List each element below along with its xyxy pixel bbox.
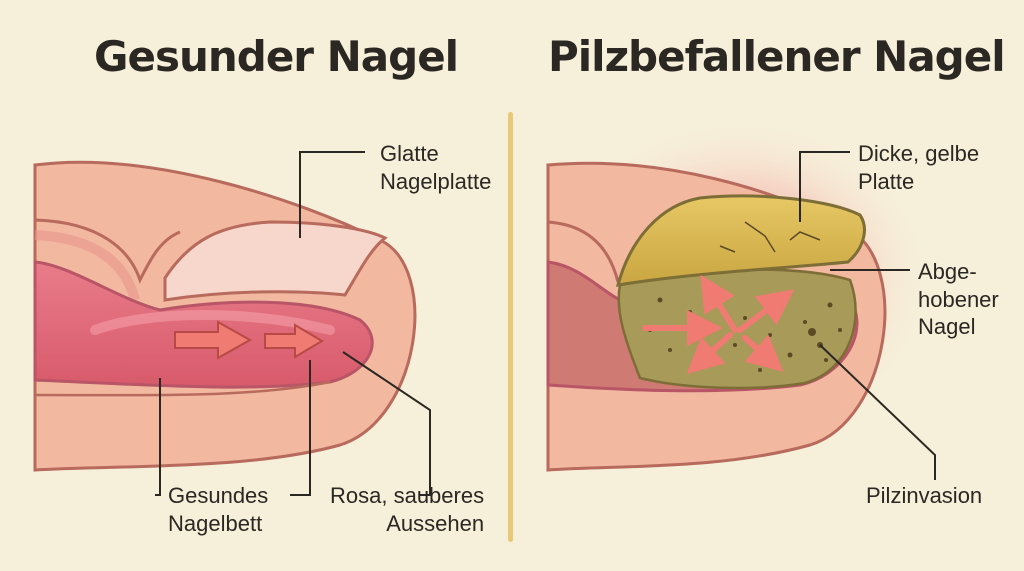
invasion-arrow-2	[700, 274, 738, 333]
flow-arrow-1	[174, 320, 253, 360]
healthy-nail-plate	[163, 220, 388, 302]
leader-healthy-bed	[155, 360, 311, 496]
leader-fungal-invasion	[819, 344, 936, 480]
yellow-nail-plate	[615, 194, 866, 287]
leader-smooth-plate	[299, 151, 365, 238]
title-healthy-nail: Gesunder Nagel	[94, 32, 459, 81]
healthy-cuticle-fold	[34, 218, 181, 284]
label-pink-clean: Rosa, sauberes Aussehen	[330, 483, 485, 536]
leader-lines-left	[155, 151, 431, 496]
panel-divider	[508, 112, 513, 542]
healthy-finger	[33, 160, 417, 472]
title-fungal-nail: Pilzbefallener Nagel	[548, 32, 1006, 81]
label-lifted-nail: Abge- hobener Nagel	[918, 259, 999, 339]
leader-pink-clean	[342, 351, 431, 496]
healthy-flow-arrows	[174, 320, 324, 360]
healthy-nail-bed	[33, 260, 374, 389]
invasion-arrows	[642, 274, 795, 375]
label-smooth-plate: Glatte Nagelplatte	[380, 141, 492, 194]
label-healthy-bed: Gesundes Nagelbett	[168, 483, 269, 536]
plate-cracks	[719, 221, 821, 253]
invasion-arrow-3	[737, 289, 795, 333]
invasion-arrow-5	[742, 334, 784, 372]
leader-lines-right	[799, 151, 936, 480]
label-fungal-invasion: Pilzinvasion	[866, 483, 983, 508]
invasion-arrow-4	[686, 332, 733, 375]
label-thick-yellow: Dicke, gelbe Platte	[858, 141, 980, 194]
flow-arrow-2	[264, 323, 324, 359]
leader-thick-yellow	[799, 151, 850, 222]
